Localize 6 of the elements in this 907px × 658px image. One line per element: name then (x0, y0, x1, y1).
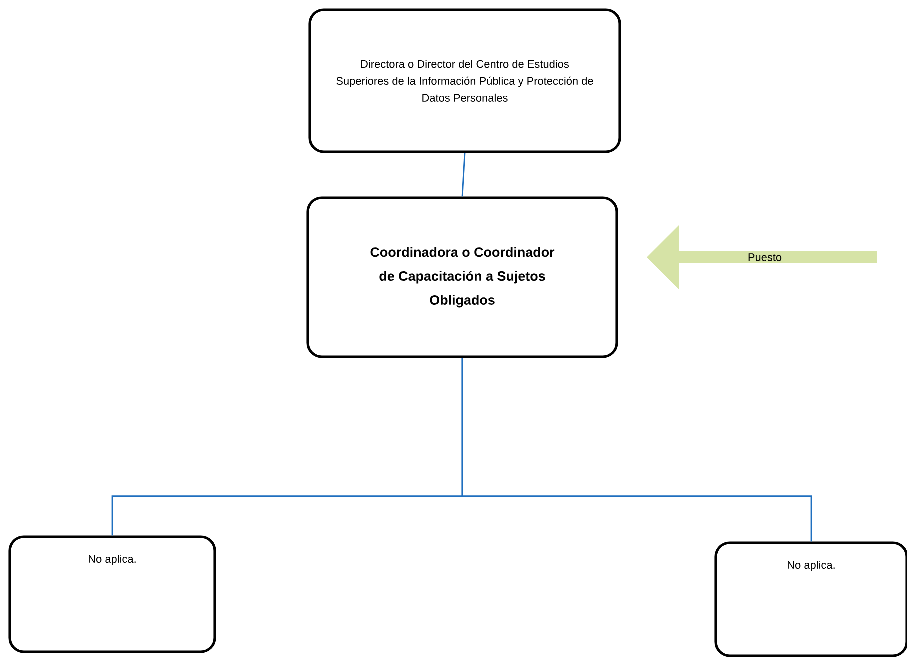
position-box: No aplica. (8, 536, 216, 654)
position-box: No aplica. (714, 542, 907, 658)
position-box: Coordinadora o Coordinador de Capacitación a Sujetos Obligados (306, 196, 618, 358)
connector-line (462, 153, 466, 197)
connector-line (462, 358, 812, 542)
position-box: Directora o Director del Centro de Estudios Superiores de la Información Pública y Protección de Datos Personales (308, 8, 622, 154)
